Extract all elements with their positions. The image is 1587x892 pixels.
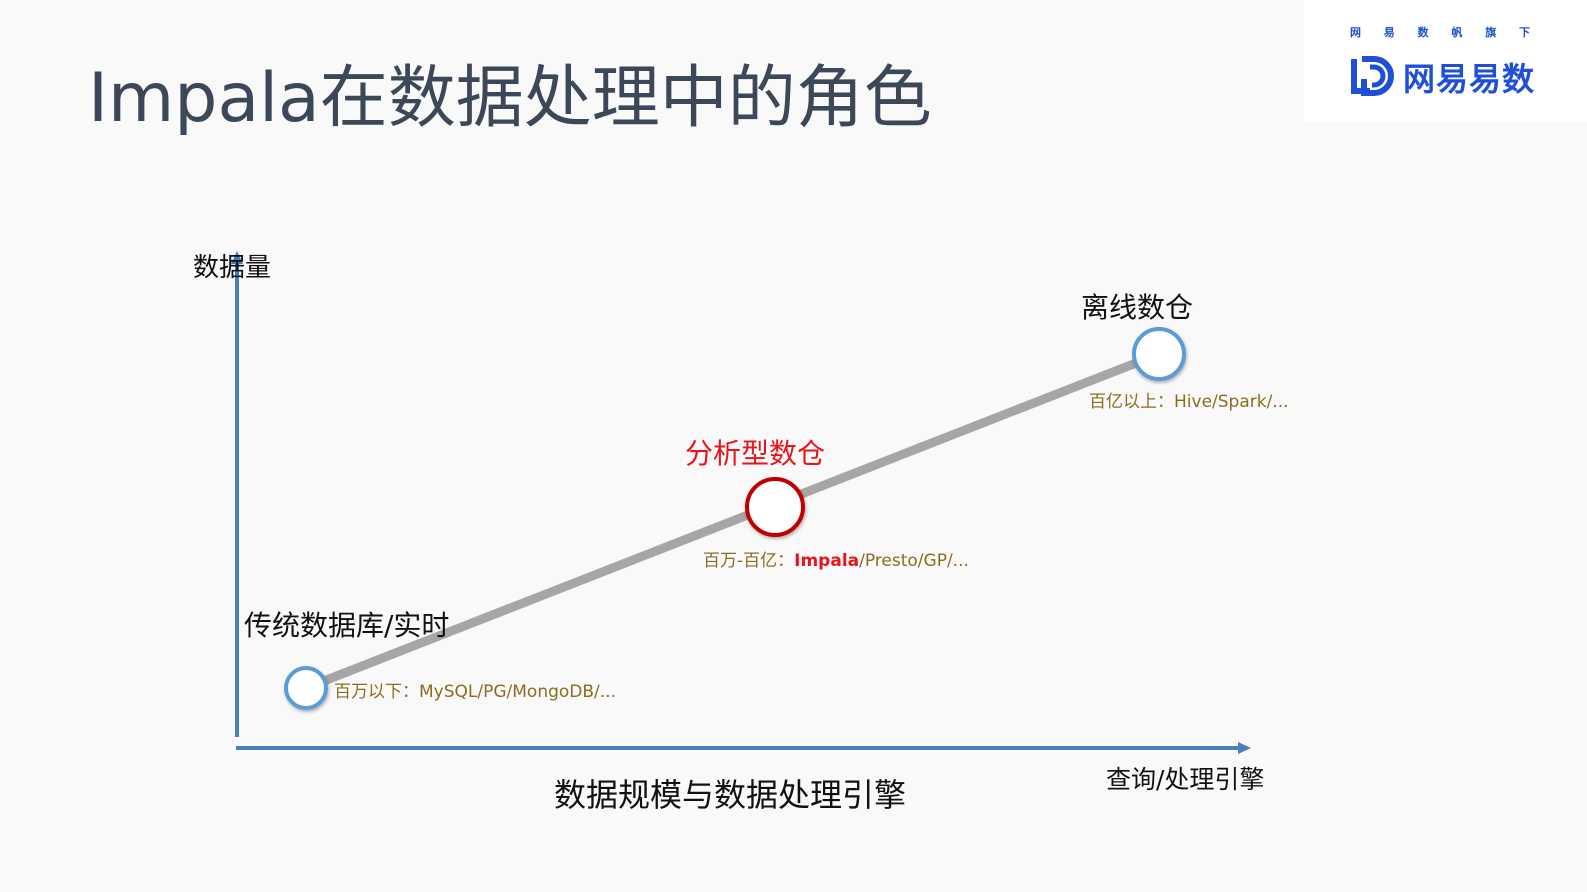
node-title-analytic-warehouse: 分析型数仓: [685, 437, 826, 470]
node-engines: /Presto/GP/...: [859, 551, 969, 571]
y-axis: [231, 251, 243, 737]
node-sub-offline-warehouse: 百亿以上：Hive/Spark/...: [1089, 387, 1289, 412]
brand-subtitle-char: 下: [1518, 26, 1530, 39]
node-engines: Hive/Spark/...: [1174, 392, 1289, 412]
x-axis-label: 查询/处理引擎: [1106, 765, 1265, 794]
node-title-traditional-db: 传统数据库/实时: [244, 609, 450, 642]
brand-subtitle-char: 网: [1350, 26, 1361, 39]
node-analytic-warehouse: [745, 477, 805, 537]
slide-title: Impala在数据处理中的角色: [88, 59, 932, 138]
y-axis-label: 数据量: [193, 253, 272, 283]
node-sub-analytic-warehouse: 百万-百亿：Impala/Presto/GP/...: [703, 546, 969, 571]
trend-line: [304, 349, 1161, 693]
node-title-offline-warehouse: 离线数仓: [1081, 291, 1194, 324]
brand-subtitle-char: 数: [1417, 26, 1429, 39]
node-engine-highlight: Impala: [794, 551, 860, 571]
node-range: 百万-百亿：: [703, 551, 795, 571]
y-axis-arrow-icon: [231, 251, 243, 264]
brand-name: 网易易数: [1403, 60, 1536, 98]
brand-subtitle: 网 易 数 帆 旗 下: [1350, 24, 1530, 40]
brand-subtitle-char: 旗: [1485, 26, 1497, 39]
diagram-caption: 数据规模与数据处理引擎: [554, 776, 907, 814]
node-range: 百亿以上：: [1089, 392, 1174, 412]
node-sub-traditional-db: 百万以下：MySQL/PG/MongoDB/...: [334, 677, 616, 702]
netease-youdata-logo-icon: [1351, 56, 1394, 96]
x-axis: [236, 742, 1251, 754]
brand-subtitle-char: 易: [1383, 26, 1395, 39]
node-engines: MySQL/PG/MongoDB/...: [419, 682, 616, 702]
node-traditional-db: [284, 666, 328, 710]
brand-subtitle-char: 帆: [1451, 26, 1463, 39]
x-axis-arrow-icon: [1238, 742, 1251, 754]
node-range: 百万以下：: [334, 682, 419, 702]
node-offline-warehouse: [1132, 327, 1186, 381]
